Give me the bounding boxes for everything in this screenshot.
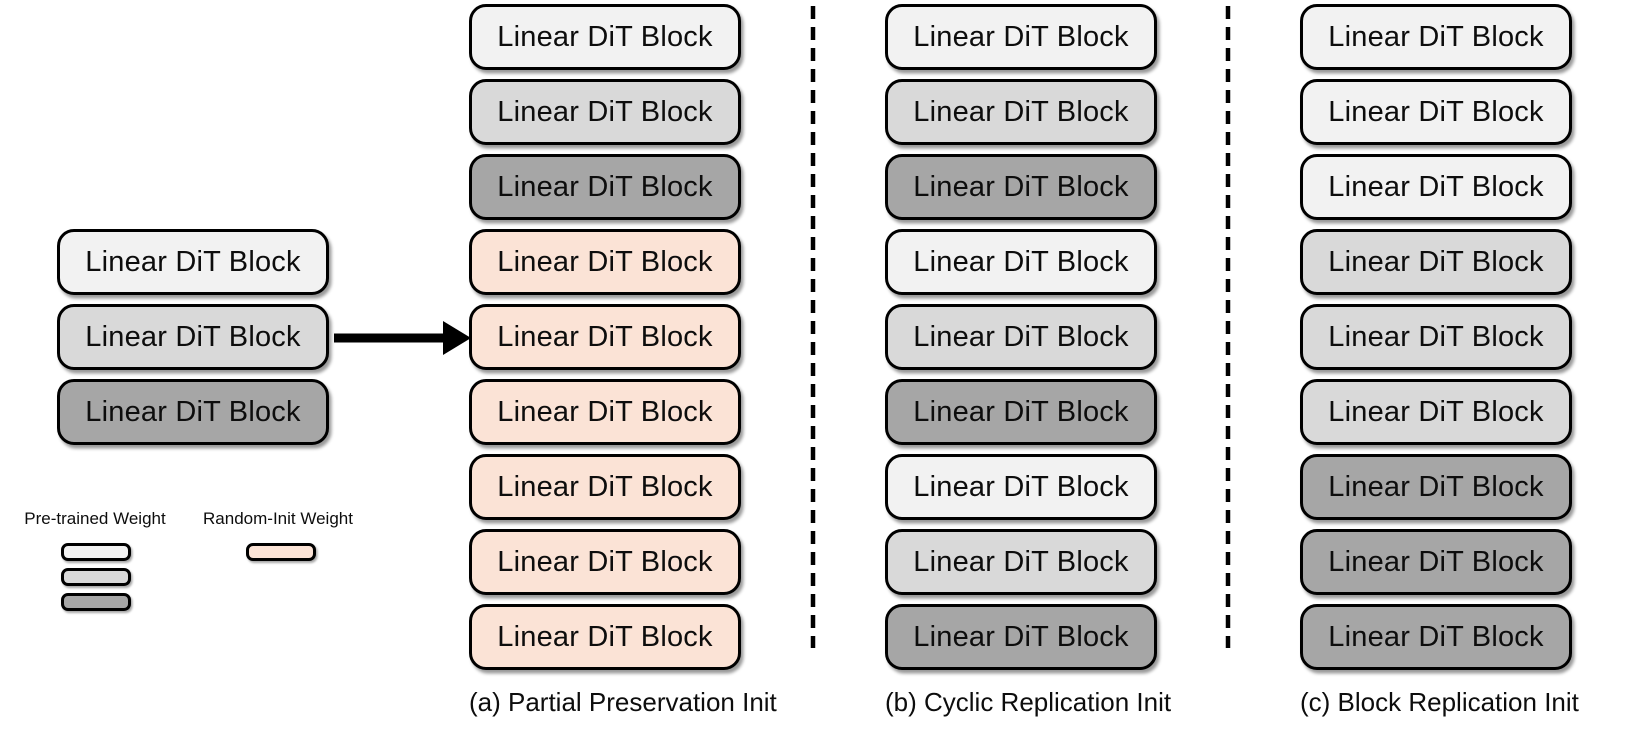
linear-dit-block: Linear DiT Block xyxy=(885,454,1157,520)
legend-random-init-label: Random-Init Weight xyxy=(203,509,353,528)
legend-swatch-dark xyxy=(61,593,131,611)
linear-dit-block: Linear DiT Block xyxy=(885,154,1157,220)
linear-dit-block: Linear DiT Block xyxy=(1300,529,1572,595)
linear-dit-block: Linear DiT Block xyxy=(469,379,741,445)
caption-block-replication: (c) Block Replication Init xyxy=(1300,687,1579,717)
linear-dit-block: Linear DiT Block xyxy=(1300,379,1572,445)
linear-dit-block: Linear DiT Block xyxy=(1300,604,1572,670)
linear-dit-block: Linear DiT Block xyxy=(57,304,329,370)
linear-dit-block: Linear DiT Block xyxy=(1300,79,1572,145)
linear-dit-block: Linear DiT Block xyxy=(469,529,741,595)
legend-random-init-swatches xyxy=(246,543,316,561)
legend-pretrained-label: Pre-trained Weight xyxy=(24,509,166,528)
linear-dit-block: Linear DiT Block xyxy=(469,304,741,370)
linear-dit-block: Linear DiT Block xyxy=(885,79,1157,145)
caption-cyclic-replication: (b) Cyclic Replication Init xyxy=(885,687,1172,717)
legend-swatch-light xyxy=(61,543,131,561)
legend-pretrained-swatches xyxy=(61,543,131,611)
legend-swatch-peach xyxy=(246,543,316,561)
linear-dit-block: Linear DiT Block xyxy=(885,529,1157,595)
linear-dit-block: Linear DiT Block xyxy=(469,604,741,670)
linear-dit-block: Linear DiT Block xyxy=(469,79,741,145)
linear-dit-block: Linear DiT Block xyxy=(1300,229,1572,295)
linear-dit-block: Linear DiT Block xyxy=(1300,4,1572,70)
legend-swatch-medium xyxy=(61,568,131,586)
linear-dit-block: Linear DiT Block xyxy=(1300,154,1572,220)
linear-dit-block: Linear DiT Block xyxy=(469,454,741,520)
linear-dit-block: Linear DiT Block xyxy=(885,304,1157,370)
linear-dit-block: Linear DiT Block xyxy=(469,154,741,220)
init-arrow xyxy=(334,321,471,355)
linear-dit-block: Linear DiT Block xyxy=(57,229,329,295)
linear-dit-block: Linear DiT Block xyxy=(1300,454,1572,520)
linear-dit-block: Linear DiT Block xyxy=(469,4,741,70)
linear-dit-block: Linear DiT Block xyxy=(885,604,1157,670)
linear-dit-block: Linear DiT Block xyxy=(1300,304,1572,370)
linear-dit-block: Linear DiT Block xyxy=(885,229,1157,295)
linear-dit-block: Linear DiT Block xyxy=(885,4,1157,70)
linear-dit-block: Linear DiT Block xyxy=(57,379,329,445)
linear-dit-block: Linear DiT Block xyxy=(469,229,741,295)
linear-dit-block: Linear DiT Block xyxy=(885,379,1157,445)
caption-partial-preservation: (a) Partial Preservation Init xyxy=(469,687,777,717)
